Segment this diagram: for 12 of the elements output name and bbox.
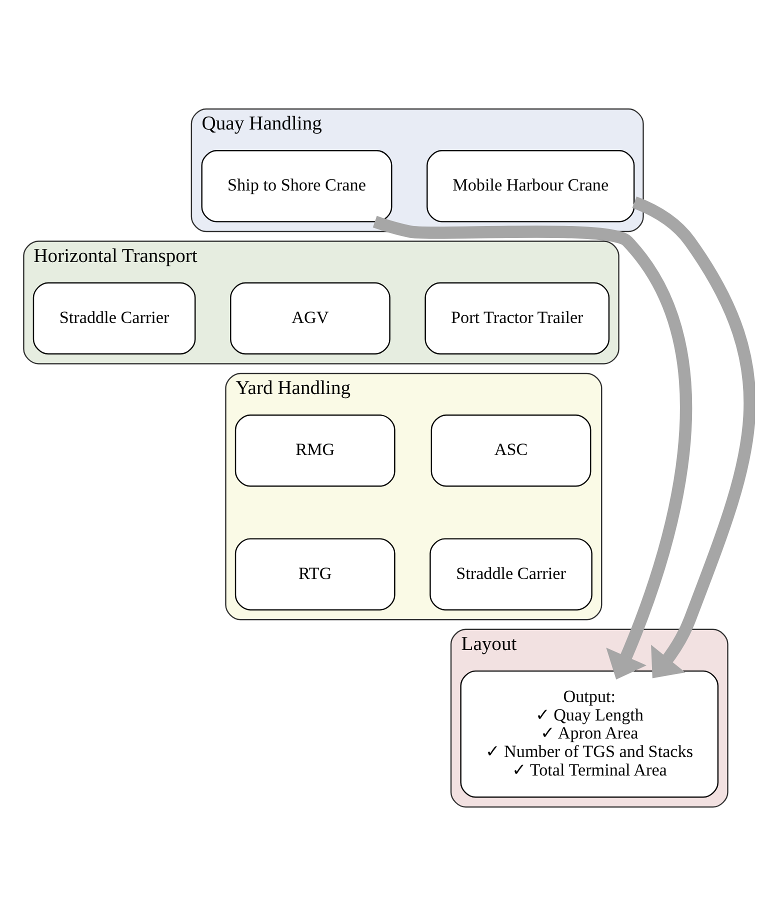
node-box: Output: ✓ Quay Length ✓ Apron Area ✓ Number of TGS and Stacks ✓ Total Terminal Area bbox=[460, 670, 718, 798]
node-box: Mobile Harbour Crane bbox=[426, 150, 634, 222]
node-box: Straddle Carrier bbox=[32, 282, 196, 354]
node-box: AGV bbox=[230, 282, 390, 354]
node-box: RMG bbox=[234, 414, 395, 486]
node-box: Port Tractor Trailer bbox=[424, 282, 610, 354]
node-box: RTG bbox=[234, 538, 395, 610]
arrow bbox=[372, 215, 692, 680]
node-box: ASC bbox=[430, 414, 591, 486]
arrow bbox=[632, 196, 754, 678]
node-box: Ship to Shore Crane bbox=[200, 150, 392, 222]
node-box: Straddle Carrier bbox=[429, 538, 592, 610]
